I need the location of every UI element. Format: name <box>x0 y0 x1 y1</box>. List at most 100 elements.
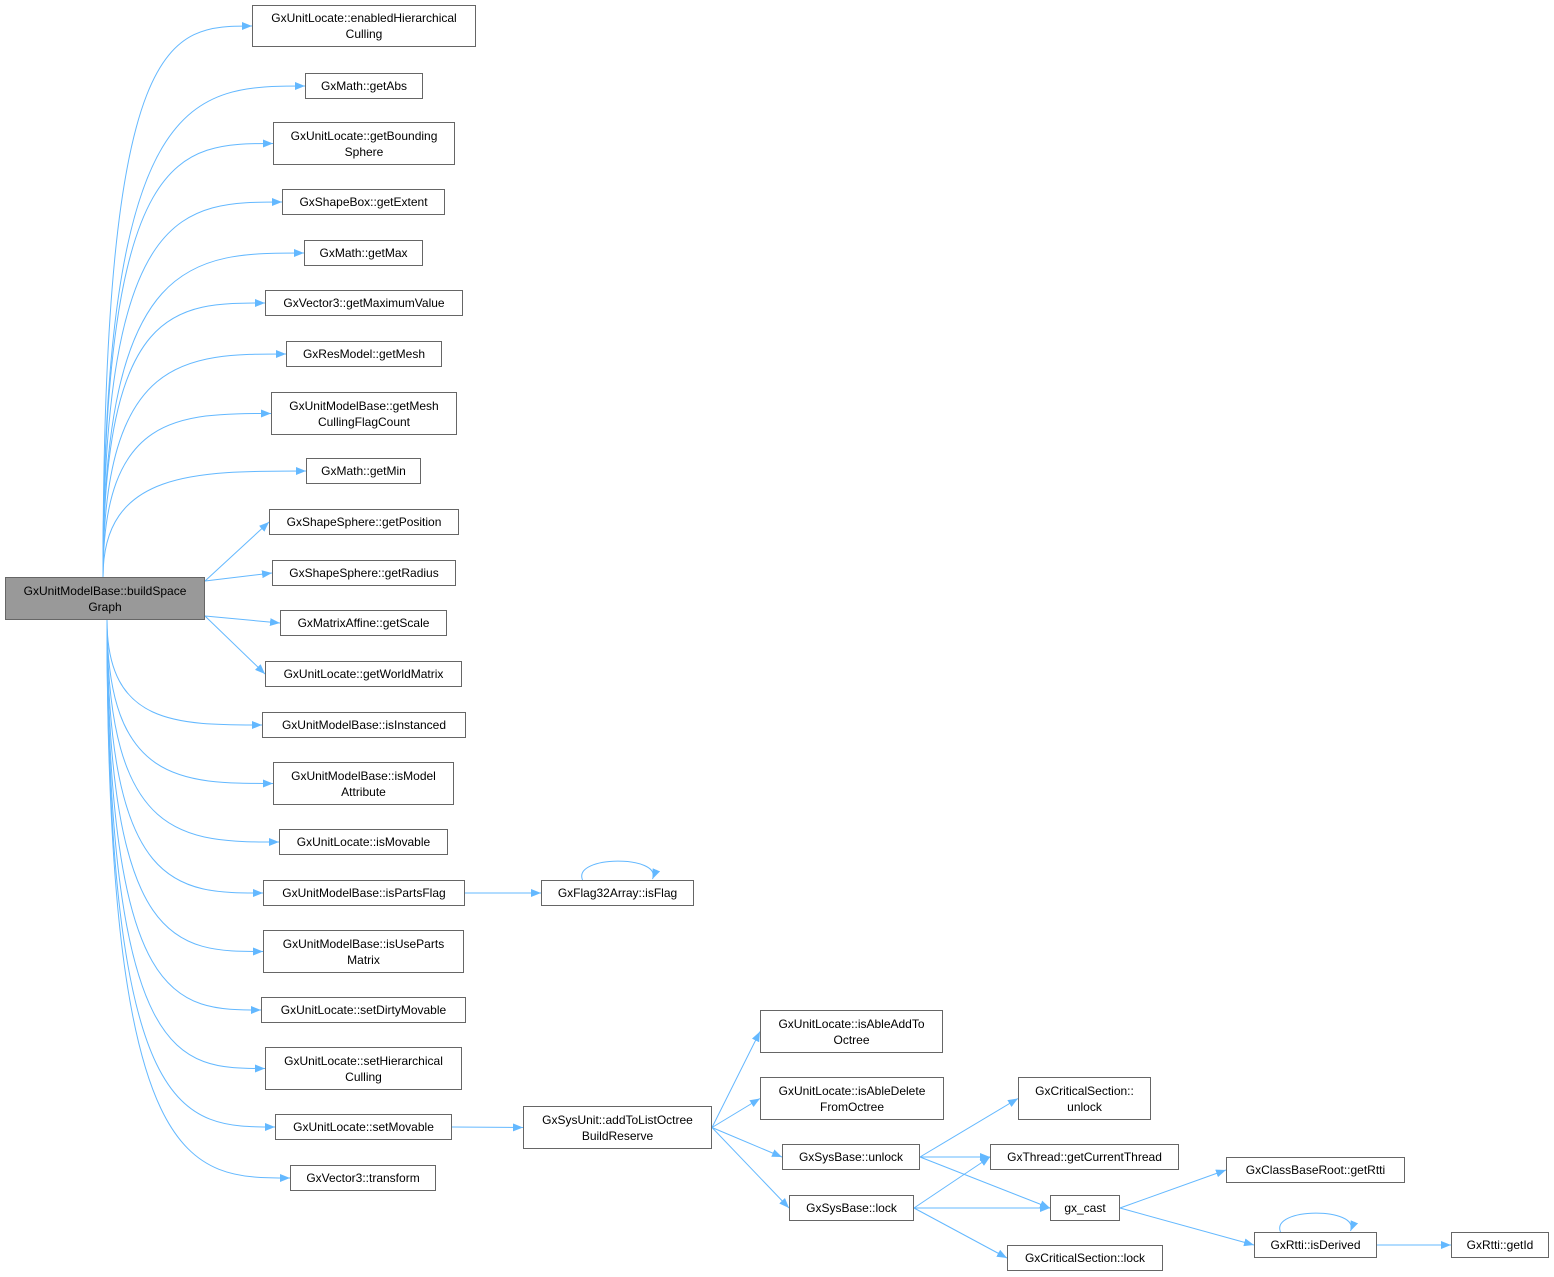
graph-node-n19[interactable]: GxUnitLocate::setDirtyMovable <box>261 997 466 1023</box>
node-label: GxUnitModelBase::getMesh <box>289 398 439 413</box>
graph-node-n10[interactable]: GxShapeSphere::getPosition <box>269 509 459 535</box>
edge-root-to-n20 <box>106 619 266 1073</box>
node-label: GxUnitLocate::getWorldMatrix <box>283 667 444 681</box>
edge-root-to-n13 <box>204 615 266 675</box>
edge-root-to-n19 <box>106 619 262 1014</box>
edge-root-to-n16 <box>106 619 280 846</box>
node-label: GxUnitLocate::setHierarchical <box>284 1053 443 1068</box>
edge-root-to-n21 <box>106 619 276 1131</box>
edge-root-to-n22 <box>106 619 291 1182</box>
edge-root-to-n15 <box>106 619 274 788</box>
node-label: GxRtti::isDerived <box>1270 1238 1361 1252</box>
edge-root-to-n4 <box>102 198 283 578</box>
node-label: GxMath::getMax <box>319 246 408 260</box>
graph-node-c3[interactable]: gx_cast <box>1050 1195 1120 1221</box>
node-label: GxUnitLocate::enabledHierarchical <box>271 11 457 25</box>
graph-node-n5[interactable]: GxMath::getMax <box>304 240 423 266</box>
node-label: GxShapeSphere::getPosition <box>286 515 442 529</box>
node-label: GxFlag32Array::isFlag <box>557 886 678 900</box>
edge-c3-to-d2 <box>1119 1207 1255 1247</box>
node-label: GxUnitModelBase::isPartsFlag <box>282 886 446 900</box>
edge-root-to-n5 <box>102 249 305 578</box>
graph-node-c4[interactable]: GxCriticalSection::lock <box>1007 1245 1163 1271</box>
graph-node-n7[interactable]: GxResModel::getMesh <box>286 341 442 367</box>
node-label: Attribute <box>341 784 386 799</box>
graph-node-n2[interactable]: GxMath::getAbs <box>305 73 423 99</box>
graph-node-e1[interactable]: GxRtti::getId <box>1451 1232 1549 1258</box>
edge-d2-to-d2 <box>1279 1212 1359 1233</box>
edge-root-to-n14 <box>106 619 263 729</box>
node-label: GxCriticalSection::lock <box>1024 1251 1146 1265</box>
graph-node-c1[interactable]: GxCriticalSection::unlock <box>1018 1077 1151 1120</box>
node-label: Culling <box>345 27 383 41</box>
edge-root-to-n3 <box>102 139 274 578</box>
graph-node-n6[interactable]: GxVector3::getMaximumValue <box>265 290 463 316</box>
graph-node-n21[interactable]: GxUnitLocate::setMovable <box>275 1114 452 1140</box>
node-label: GxCriticalSection:: <box>1035 1083 1134 1098</box>
graph-node-f1[interactable]: GxFlag32Array::isFlag <box>541 880 694 906</box>
graph-node-n13[interactable]: GxUnitLocate::getWorldMatrix <box>265 661 462 687</box>
edge-b3-to-c1 <box>919 1098 1019 1158</box>
graph-node-n11[interactable]: GxShapeSphere::getRadius <box>272 560 456 586</box>
graph-node-n22[interactable]: GxVector3::transform <box>290 1165 436 1191</box>
node-label: GxUnitLocate::getBounding <box>290 128 438 143</box>
edge-root-to-n11 <box>204 570 273 582</box>
node-label: FromOctree <box>819 1099 884 1114</box>
node-label: GxShapeBox::getExtent <box>299 195 428 209</box>
edge-root-to-n9 <box>102 467 307 578</box>
edge-b3-to-c3 <box>919 1156 1051 1209</box>
node-label: GxVector3::getMaximumValue <box>283 296 445 310</box>
graph-node-d2[interactable]: GxRtti::isDerived <box>1254 1232 1377 1258</box>
node-label: GxUnitLocate::setDirtyMovable <box>280 1003 447 1017</box>
edge-root-to-n6 <box>102 299 266 578</box>
node-label: GxUnitLocate::setMovable <box>293 1120 434 1134</box>
graph-node-n9[interactable]: GxMath::getMin <box>306 458 421 484</box>
node-label: GxUnitModelBase::isInstanced <box>281 718 447 732</box>
edge-root-to-n12 <box>204 615 281 627</box>
node-label: GxResModel::getMesh <box>302 347 426 361</box>
graph-node-n16[interactable]: GxUnitLocate::isMovable <box>279 829 448 855</box>
node-label: Matrix <box>347 952 380 967</box>
graph-node-d1[interactable]: GxClassBaseRoot::getRtti <box>1226 1157 1405 1183</box>
edge-b4-to-c4 <box>913 1207 1008 1259</box>
graph-node-n4[interactable]: GxShapeBox::getExtent <box>282 189 445 215</box>
edge-a1-to-b1 <box>711 1031 761 1128</box>
node-label: Culling <box>345 1069 382 1084</box>
graph-node-c2[interactable]: GxThread::getCurrentThread <box>990 1144 1179 1170</box>
node-label: GxRtti::getId <box>1466 1238 1534 1252</box>
node-label: GxUnitModelBase::buildSpace <box>23 583 187 598</box>
edge-c3-to-d1 <box>1119 1169 1227 1209</box>
node-label: Graph <box>88 599 122 614</box>
graph-node-n12[interactable]: GxMatrixAffine::getScale <box>280 610 447 636</box>
node-label: BuildReserve <box>581 1128 654 1143</box>
edge-a1-to-b3 <box>711 1127 783 1158</box>
graph-node-n17[interactable]: GxUnitModelBase::isPartsFlag <box>263 880 465 906</box>
node-label: GxUnitModelBase::isModel <box>291 768 436 783</box>
edge-root-to-n7 <box>102 350 287 578</box>
node-label: unlock <box>1067 1099 1102 1114</box>
graph-node-n14[interactable]: GxUnitModelBase::isInstanced <box>262 712 466 738</box>
edge-root-to-n8 <box>102 409 272 578</box>
edge-b4-to-c2 <box>913 1156 991 1209</box>
node-label: GxSysBase::lock <box>806 1201 897 1215</box>
node-label: GxThread::getCurrentThread <box>1007 1150 1162 1164</box>
node-label: GxUnitLocate::isAbleAddTo <box>778 1016 925 1031</box>
node-label: GxVector3::transform <box>306 1171 420 1185</box>
edge-n21-to-a1 <box>451 1123 524 1132</box>
node-label: GxSysBase::unlock <box>798 1150 904 1164</box>
graph-node-b3[interactable]: GxSysBase::unlock <box>782 1144 920 1170</box>
edge-f1-to-f1 <box>581 860 661 881</box>
edge-a1-to-b2 <box>711 1098 761 1128</box>
graph-node-b4[interactable]: GxSysBase::lock <box>789 1195 914 1221</box>
